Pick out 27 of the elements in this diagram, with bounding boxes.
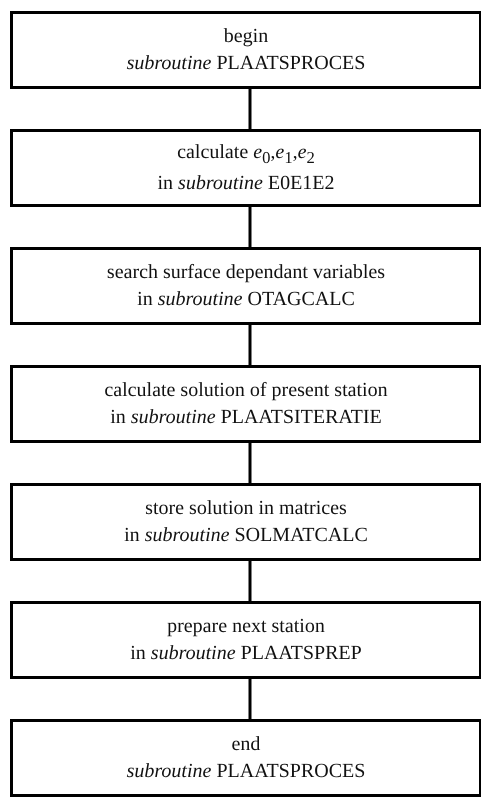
subroutine-text: in subroutine E0E1E2 [157, 170, 335, 196]
process-box [10, 483, 481, 561]
subroutine-text: subroutine PLAATSPROCES [126, 51, 366, 76]
step-text: calculate e$_{0}$,e$_{1}$,e$_{2}$ [177, 140, 315, 170]
connector-line [248, 679, 252, 719]
process-box [10, 11, 481, 89]
process-box [10, 719, 481, 797]
step-text: calculate solution of present station [104, 378, 388, 403]
subroutine-text: subroutine PLAATSPROCES [126, 759, 366, 784]
process-box [10, 247, 481, 325]
subroutine-text: in subroutine SOLMATCALC [124, 523, 368, 548]
connector-line [248, 561, 252, 601]
connector-line [248, 325, 252, 365]
process-box [10, 601, 481, 679]
subroutine-text: in subroutine OTAGCALC [137, 287, 355, 312]
connector-line [248, 89, 252, 129]
step-text: store solution in matrices [145, 496, 347, 521]
connector-line [248, 207, 252, 247]
step-text: search surface dependant variables [106, 260, 386, 285]
process-box [10, 129, 481, 207]
step-text: begin [224, 24, 268, 49]
step-text: prepare next station [167, 614, 325, 639]
step-text: end [232, 732, 260, 757]
subroutine-text: in subroutine PLAATSITERATIE [110, 405, 382, 430]
process-box [10, 365, 481, 443]
connector-line [248, 443, 252, 483]
subroutine-text: in subroutine PLAATSPREP [130, 641, 362, 666]
